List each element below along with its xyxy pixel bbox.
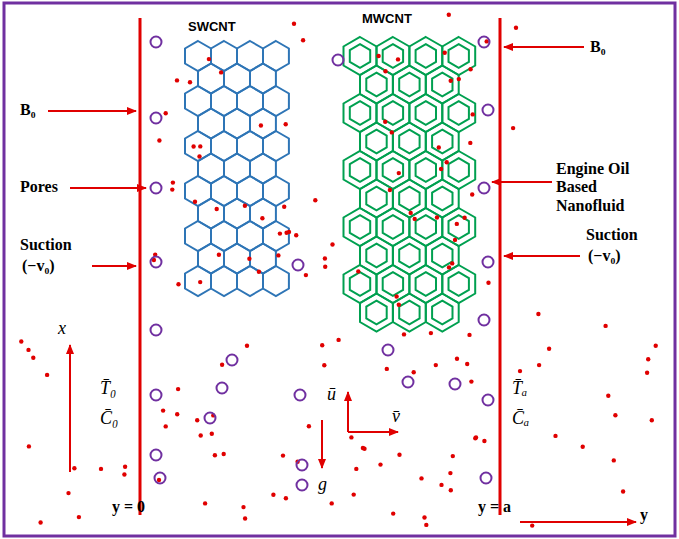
label: T̄ₐ [512,378,527,399]
left-wall [139,18,142,515]
label: (−v₀) [588,247,621,265]
nanoparticles [19,13,658,528]
label: g [318,474,327,495]
label: C̄₀ [100,408,118,429]
label: SWCNT [188,20,236,35]
label: y = 0 [112,498,145,516]
label: B₀ [590,38,605,56]
label: Suction [586,226,638,244]
label: y [640,506,648,524]
label: (−v₀) [22,257,55,275]
label: x [58,318,66,339]
label: MWCNT [362,12,412,27]
label: Pores [20,178,58,196]
label: Suction [20,236,72,254]
label: Engine Oil Based Nanofluid [556,160,668,215]
label: B₀ [20,101,35,119]
label: y = a [478,498,511,516]
arrows [48,47,636,522]
label: v̄ [392,406,400,427]
label: C̄ₐ [512,408,529,429]
label: T̄₀ [100,378,116,399]
frame [4,3,675,536]
right-wall [499,18,502,515]
label: ū [327,384,336,405]
nanotube-lattice [185,37,475,332]
